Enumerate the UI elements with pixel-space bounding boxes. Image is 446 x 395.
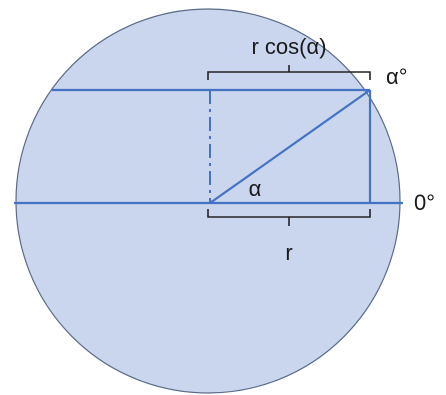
zero-degree-label: 0°: [414, 190, 435, 215]
alpha-degree-label: α°: [386, 64, 408, 89]
circle: [15, 8, 401, 394]
bottom-bracket: [207, 209, 371, 226]
radius-label: r: [285, 240, 292, 265]
alpha-angle-label: α: [249, 176, 262, 201]
r-cos-alpha-label: r cos(α): [251, 34, 326, 59]
radius-line: [209, 89, 371, 204]
top-bracket: [207, 65, 371, 80]
